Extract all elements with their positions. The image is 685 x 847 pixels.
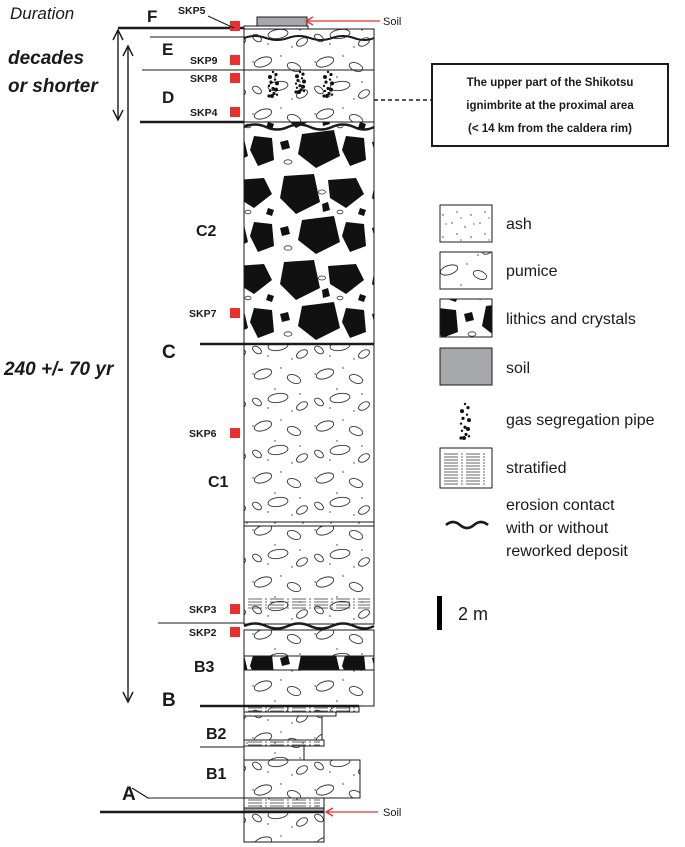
legend-pumice-swatch	[439, 251, 493, 290]
stratified-a	[248, 799, 320, 807]
sample-label-skp5: SKP5	[178, 5, 206, 17]
unit-label-f: F	[147, 7, 157, 26]
legend-soil-swatch	[439, 347, 493, 386]
legend-gas-pipe-icon	[459, 402, 471, 440]
callout-box	[431, 63, 669, 147]
soil-layer-top	[256, 16, 308, 27]
duration-short-line1: decades	[8, 48, 84, 69]
legend-gas-pipe-label: gas segregation pipe	[506, 412, 655, 429]
unit-d-layer	[243, 69, 375, 123]
unit-c1-upper-layer	[243, 343, 375, 523]
unit-b2-layer	[243, 715, 323, 741]
callout-line3: (< 14 km from the caldera rim)	[468, 123, 632, 135]
legend-pumice-label: pumice	[506, 263, 558, 280]
scale-label: 2 m	[458, 604, 488, 624]
sample-label-skp2: SKP2	[189, 627, 217, 639]
unit-label-d: D	[162, 88, 174, 107]
legend-stratified-label: stratified	[506, 460, 566, 477]
unit-b1-layer	[243, 759, 361, 799]
unit-label-c: C	[162, 342, 176, 363]
unit-b3-lower	[243, 669, 375, 707]
soil-label-top: Soil	[383, 16, 401, 28]
erosion-contact-b3	[243, 622, 375, 630]
sample-label-skp8: SKP8	[190, 73, 218, 85]
unit-label-b3: B3	[194, 659, 215, 676]
sample-marker-skp8	[230, 73, 240, 83]
unit-label-c2: C2	[196, 223, 217, 240]
legend-lithics-label: lithics and crystals	[506, 311, 636, 328]
sample-label-skp9: SKP9	[190, 55, 218, 67]
legend-erosion-line3: reworked deposit	[506, 543, 628, 560]
sample-label-skp7: SKP7	[189, 308, 217, 320]
legend-erosion-icon	[445, 520, 489, 530]
scale-bar	[437, 596, 442, 630]
soil-arrow-top	[304, 16, 380, 26]
unit-label-b1: B1	[206, 766, 227, 783]
stratified-b	[248, 707, 355, 712]
erosion-contact-e	[243, 35, 375, 41]
gas-pipe-a	[267, 70, 279, 98]
sample-marker-skp6	[230, 428, 240, 438]
thin-ash-c1	[243, 521, 375, 527]
legend-ash-label: ash	[506, 216, 532, 233]
unit-e-layer	[243, 28, 375, 75]
unit-c2-layer	[243, 121, 375, 345]
duration-arrow-short	[112, 28, 124, 122]
unit-a-leader	[131, 787, 149, 799]
unit-a-pumice	[243, 811, 325, 843]
legend-erosion-line2: with or without	[505, 520, 609, 537]
sample-marker-skp2	[230, 627, 240, 637]
legend-ash-swatch	[439, 204, 493, 243]
unit-label-b: B	[162, 690, 176, 711]
callout-line1: The upper part of the Shikotsu	[467, 77, 634, 89]
sample-label-skp6: SKP6	[189, 428, 217, 440]
legend-lithics-swatch	[439, 298, 493, 338]
sample-label-skp4: SKP4	[190, 107, 218, 119]
sample-label-skp3: SKP3	[189, 604, 217, 616]
unit-label-e: E	[162, 40, 173, 59]
unit-label-a: A	[122, 784, 136, 805]
unit-label-c1: C1	[208, 474, 229, 491]
column-artwork	[100, 15, 669, 843]
gas-pipe-c	[322, 70, 334, 98]
sample-marker-skp4	[230, 107, 240, 117]
soil-label-bottom: Soil	[383, 807, 401, 819]
sample-marker-skp5	[230, 21, 240, 31]
gas-pipe-b	[294, 70, 306, 94]
skp5-leader	[207, 15, 235, 29]
unit-b2-ash	[243, 711, 337, 717]
sample-marker-skp9	[230, 55, 240, 65]
sample-marker-skp7	[230, 308, 240, 318]
duration-arrow-long	[122, 44, 134, 704]
legend-erosion-line1: erosion contact	[506, 497, 615, 514]
duration-short-line2: or shorter	[8, 76, 99, 97]
erosion-contact-c2	[243, 123, 375, 131]
unit-b3-lithic	[243, 655, 375, 671]
duration-long: 240 +/- 70 yr	[3, 359, 115, 380]
unit-b1-top	[243, 745, 305, 761]
sample-marker-skp3	[230, 604, 240, 614]
unit-c1-lower-layer	[243, 525, 375, 625]
callout-line2: ignimbrite at the proximal area	[466, 100, 634, 112]
diagram-labels: Duration decades or shorter 240 +/- 70 yr FE…	[3, 4, 655, 819]
stratified-c1-base	[248, 598, 370, 609]
duration-title: Duration	[10, 4, 74, 23]
legend-stratified-lines	[444, 453, 488, 485]
unit-b3-upper	[243, 629, 375, 657]
legend-soil-label: soil	[506, 360, 530, 377]
unit-label-b2: B2	[206, 726, 227, 743]
soil-arrow-bottom	[324, 807, 378, 817]
stratified-b2-base	[248, 741, 320, 746]
